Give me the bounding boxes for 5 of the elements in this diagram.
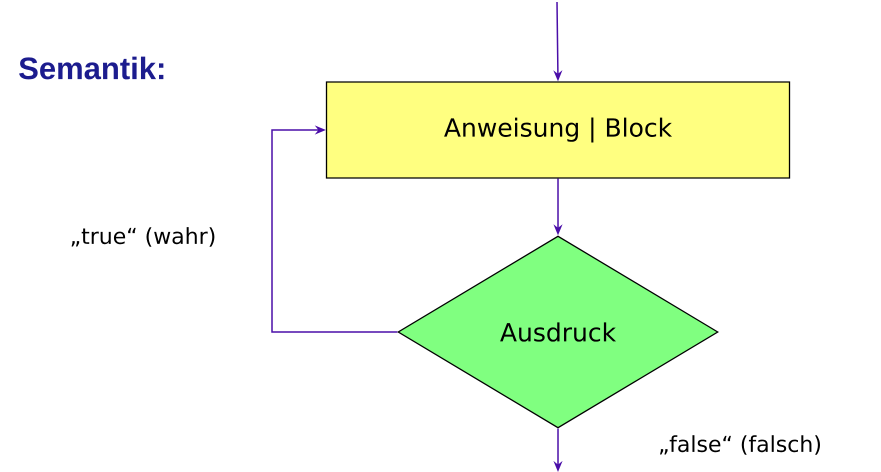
edge-label: „false“ (falsch) xyxy=(660,435,820,455)
title: Semantik: xyxy=(19,56,164,80)
process-box: Anweisung | Block xyxy=(326,81,790,179)
edge-label: „true“ (wahr) xyxy=(72,227,214,247)
arrow xyxy=(271,125,398,333)
